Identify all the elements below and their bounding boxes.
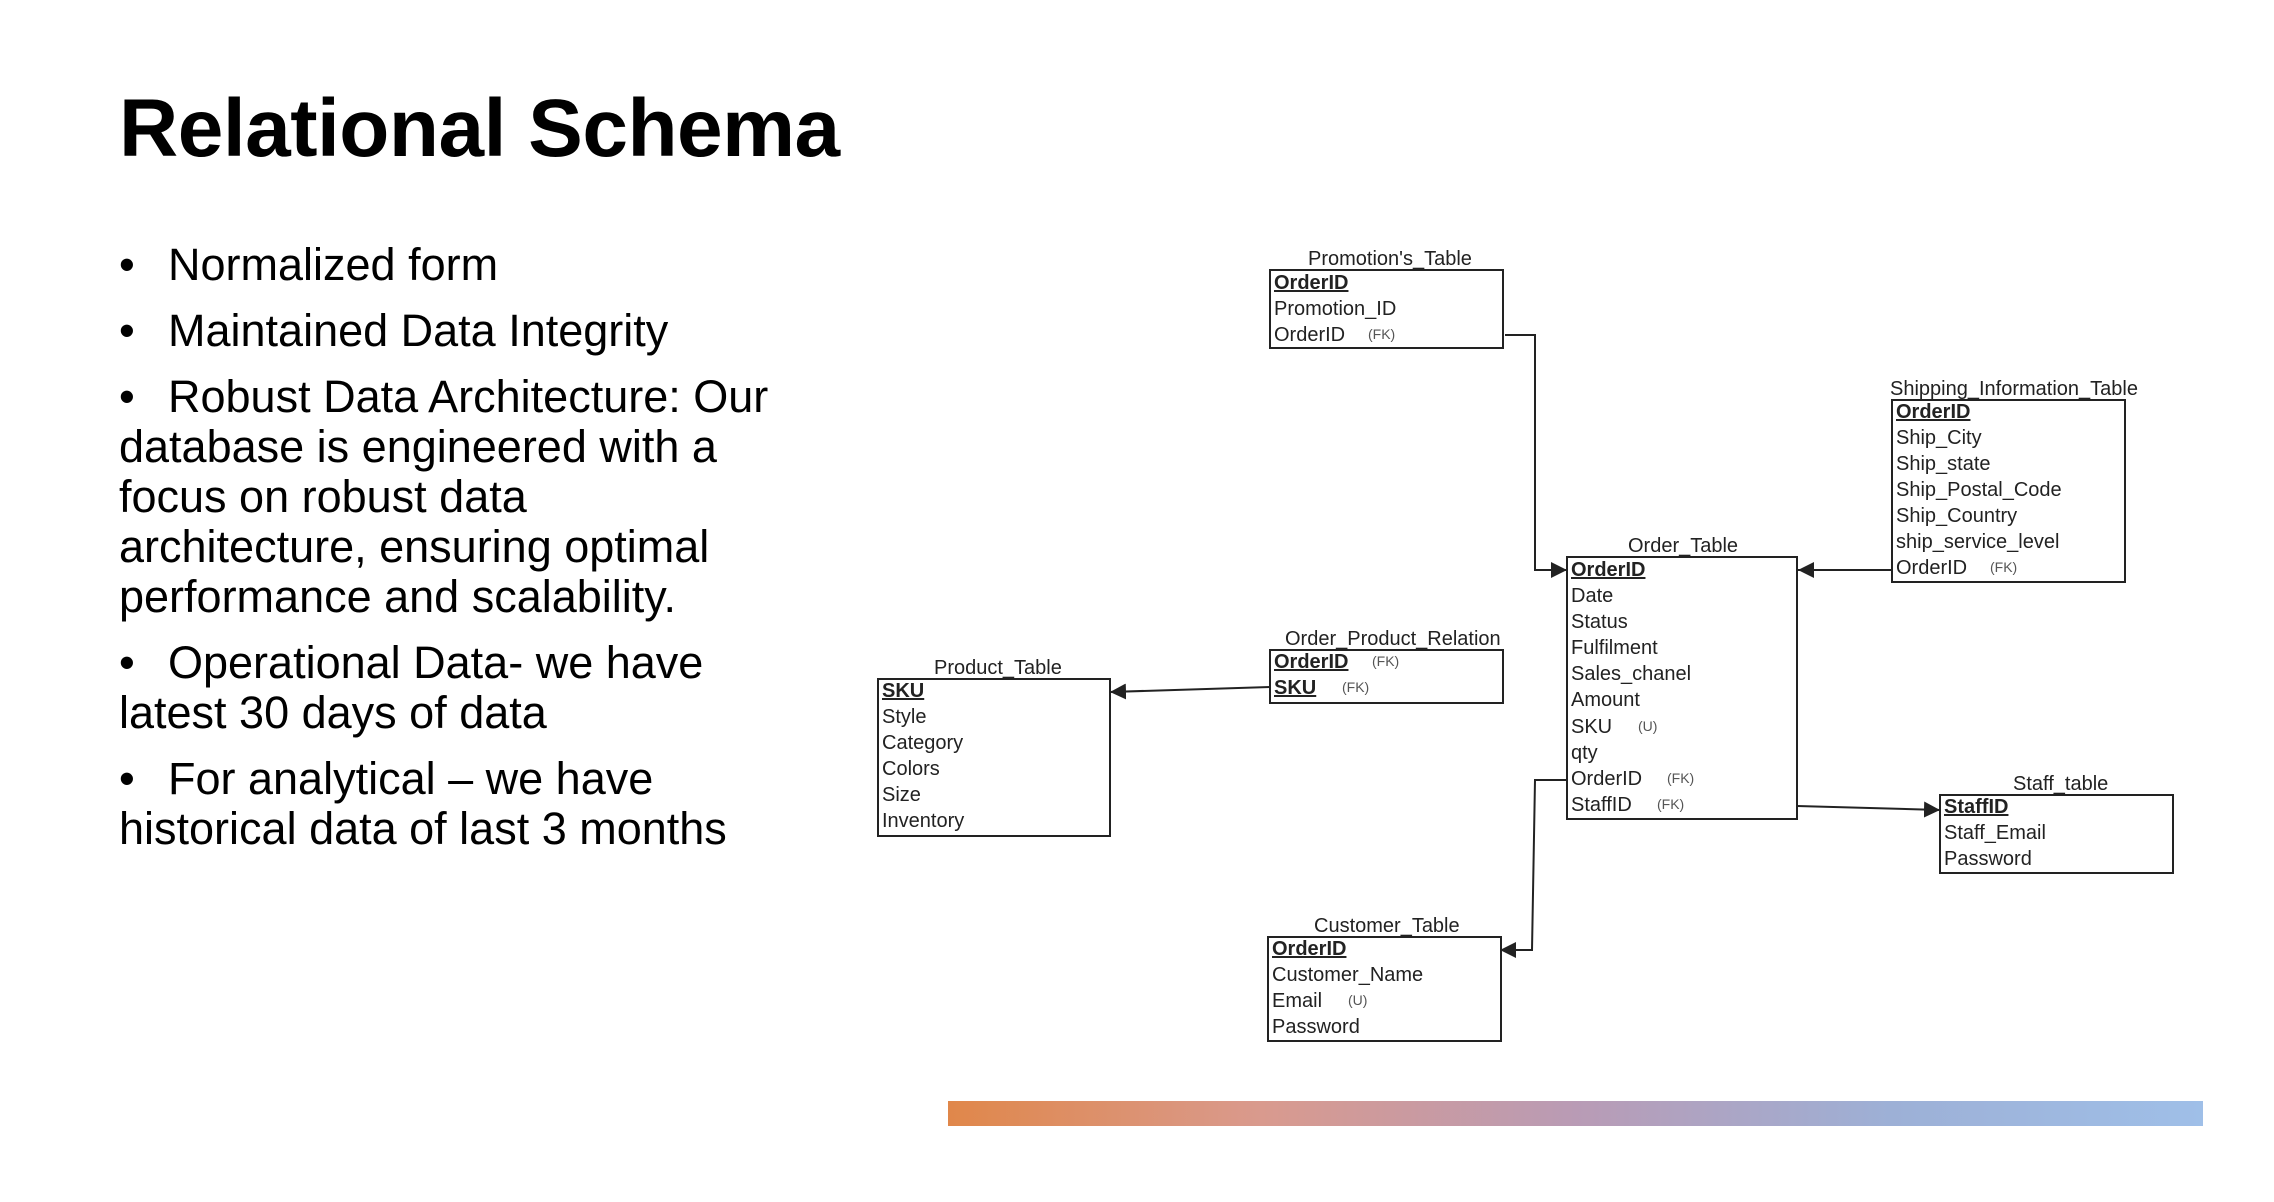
bullet-dot: •	[119, 239, 135, 290]
table-field: Colors	[882, 758, 940, 780]
bullet-text: Maintained Data Integrity	[168, 305, 669, 356]
table-field: OrderID	[1571, 768, 1642, 790]
table-field: OrderID	[1274, 272, 1348, 294]
table-box	[1891, 399, 2126, 583]
customer-table: Customer_Table OrderID Customer_Name Ema…	[1267, 915, 1502, 1042]
table-field: Ship_state	[1896, 453, 1991, 475]
table-field: Amount	[1571, 689, 1640, 711]
table-field: Fulfilment	[1571, 637, 1658, 659]
bullet-dot: •	[119, 637, 135, 688]
connector-orderproduct-product	[1109, 683, 1271, 700]
table-field: qty	[1571, 742, 1598, 764]
promotions-table: Promotion's_Table OrderID Promotion_ID O…	[1269, 248, 1504, 349]
bullet-item: • Maintained Data Integrity	[119, 306, 769, 356]
table-field: Email	[1272, 990, 1322, 1012]
table-field: Status	[1571, 611, 1628, 633]
field-tag: (FK)	[1368, 326, 1395, 342]
table-field: OrderID	[1274, 651, 1348, 673]
table-field: Style	[882, 706, 926, 728]
table-field: SKU	[882, 680, 924, 702]
field-tag: (FK)	[1657, 796, 1684, 812]
table-field: Sales_chanel	[1571, 663, 1691, 685]
bullet-item: • Normalized form	[119, 240, 769, 290]
bullet-item: •Operational Data- we have latest 30 day…	[119, 638, 769, 738]
table-title: Staff_table	[2013, 773, 2108, 795]
table-box	[877, 678, 1111, 837]
order-table: Order_Table OrderID Date Status Fulfilme…	[1566, 535, 1798, 820]
table-field: OrderID	[1571, 559, 1645, 581]
table-title: Promotion's_Table	[1308, 248, 1472, 270]
table-field: OrderID	[1272, 938, 1346, 960]
table-title: Order_Table	[1628, 535, 1738, 557]
product-table: Product_Table SKU Style Category Colors …	[877, 657, 1111, 837]
table-title: Order_Product_Relation	[1285, 628, 1501, 650]
order-product-table: Order_Product_Relation OrderID (FK) SKU …	[1269, 628, 1504, 704]
bullet-dot: •	[119, 753, 135, 804]
connector-order-staff	[1796, 801, 1941, 818]
bullet-text: Normalized form	[168, 239, 499, 290]
table-title: Product_Table	[934, 657, 1062, 679]
table-box	[1267, 936, 1502, 1042]
bullet-item: •For analytical – we have historical dat…	[119, 754, 769, 854]
bullet-list: • Normalized form • Maintained Data Integr…	[119, 240, 769, 870]
table-field: SKU	[1274, 677, 1316, 699]
table-field: StaffID	[1571, 794, 1632, 816]
table-field: OrderID	[1274, 324, 1345, 346]
bullet-text: For analytical – we have historical data…	[119, 753, 727, 854]
table-field: Size	[882, 784, 921, 806]
field-tag: (FK)	[1342, 679, 1369, 695]
bullet-item: •Robust Data Architecture: Our database …	[119, 372, 769, 622]
bullet-text: Operational Data- we have latest 30 days…	[119, 637, 704, 738]
bullet-text: Robust Data Architecture: Our database i…	[119, 371, 769, 622]
table-field: StaffID	[1944, 796, 2008, 818]
table-field: Ship_Postal_Code	[1896, 479, 2062, 501]
table-field: OrderID	[1896, 557, 1967, 579]
connector-promotion-order	[1505, 334, 1567, 578]
table-field: Ship_Country	[1896, 505, 2017, 527]
bullet-dot: •	[119, 305, 135, 356]
table-field: Inventory	[882, 810, 964, 832]
field-tag: (FK)	[1372, 653, 1399, 669]
table-box	[1269, 649, 1504, 704]
table-field: Promotion_ID	[1274, 298, 1396, 320]
field-tag: (FK)	[1667, 770, 1694, 786]
table-title: Shipping_Information_Table	[1890, 378, 2138, 400]
bullet-dot: •	[119, 371, 135, 422]
table-field: SKU	[1571, 716, 1612, 738]
table-field: OrderID	[1896, 401, 1970, 423]
field-tag: (U)	[1348, 992, 1367, 1008]
table-field: Category	[882, 732, 963, 754]
table-field: Password	[1944, 848, 2032, 870]
table-box	[1566, 556, 1798, 820]
gradient-accent-bar	[948, 1101, 2203, 1126]
table-box	[1939, 794, 2174, 874]
field-tag: (FK)	[1990, 559, 2017, 575]
table-field: Password	[1272, 1016, 1360, 1038]
field-tag: (U)	[1638, 718, 1657, 734]
table-field: Ship_City	[1896, 427, 1982, 449]
table-field: Staff_Email	[1944, 822, 2046, 844]
table-title: Customer_Table	[1314, 915, 1460, 937]
slide-title: Relational Schema	[119, 83, 840, 174]
staff-table: Staff_table StaffID Staff_Email Password	[1939, 773, 2174, 874]
table-field: Customer_Name	[1272, 964, 1423, 986]
table-box	[1269, 269, 1504, 349]
shipping-table: Shipping_Information_Table OrderID Ship_…	[1890, 378, 2138, 583]
table-field: ship_service_level	[1896, 531, 2059, 553]
connector-order-customer	[1500, 779, 1567, 958]
table-field: Date	[1571, 585, 1613, 607]
